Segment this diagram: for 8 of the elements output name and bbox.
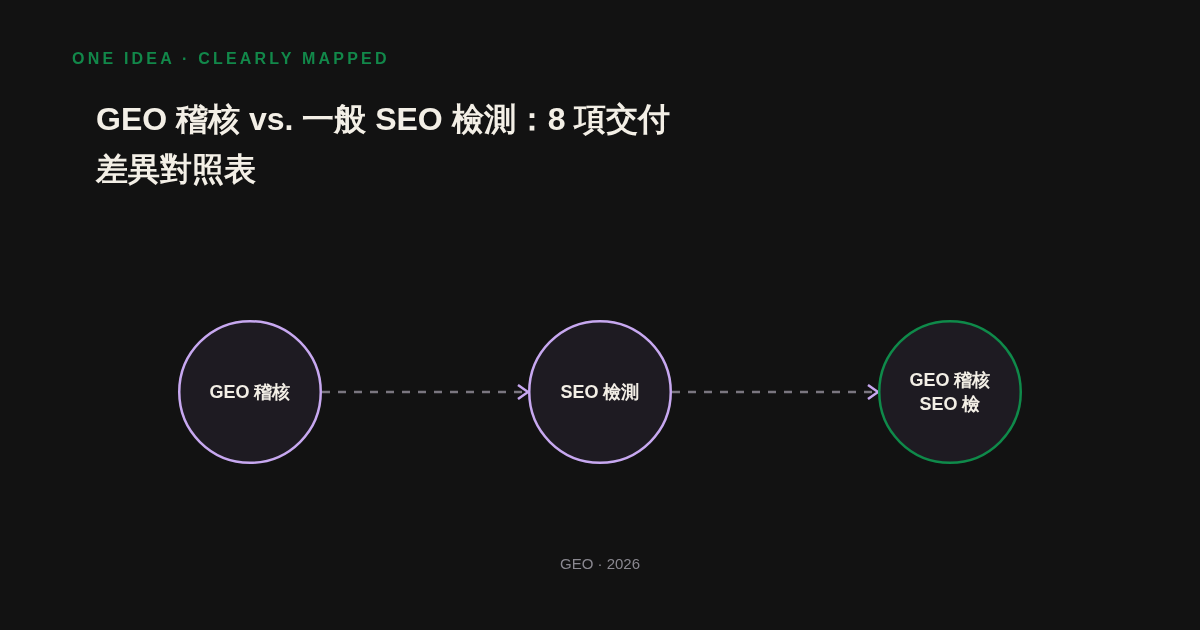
circle-node: SEO 檢測 [528, 320, 672, 464]
title: GEO 稽核 vs. 一般 SEO 檢測：8 項交付差異對照表 [96, 100, 672, 189]
circle-node: GEO 稽核 [178, 320, 322, 464]
circle-node: GEO 稽核 SEO 檢 [878, 320, 1022, 464]
footer-text: GEO · 2026 [559, 555, 640, 572]
arrow [322, 383, 530, 401]
arrow [672, 383, 880, 401]
kicker-text: ONE IDEA · CLEARLY MAPPED [72, 50, 390, 68]
